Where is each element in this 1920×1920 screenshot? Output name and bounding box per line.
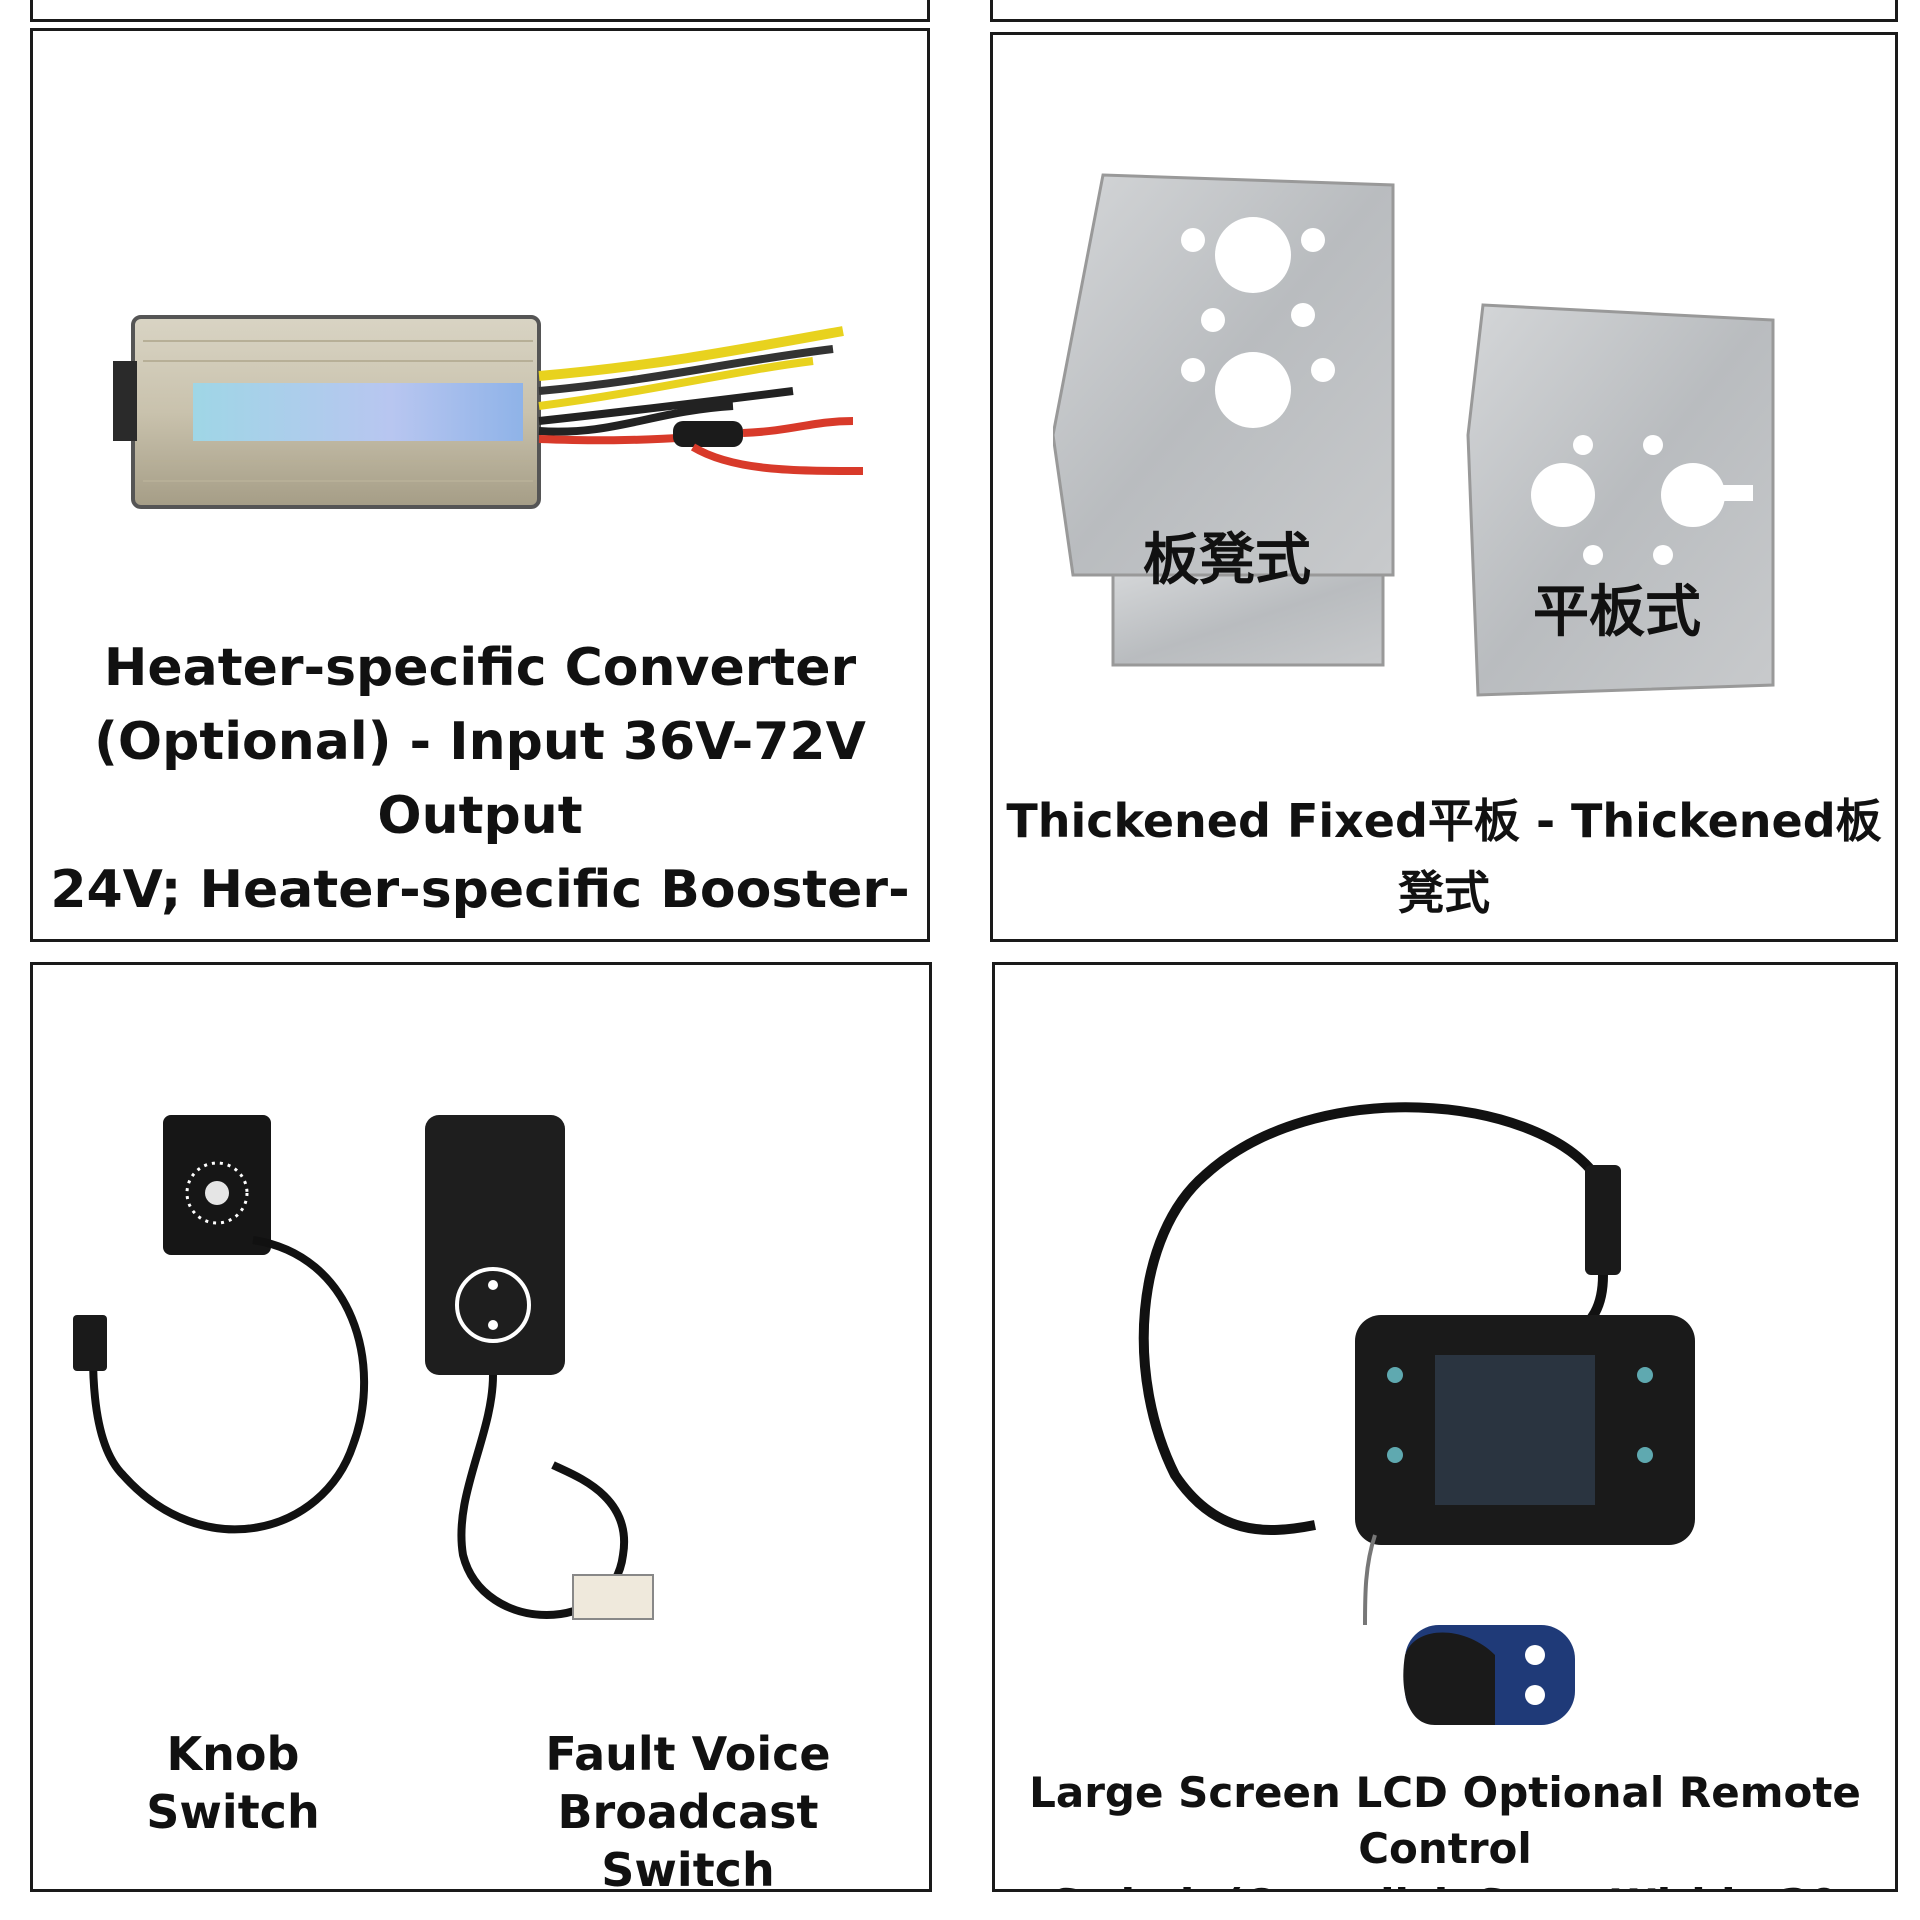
knob-switch-label: Knob Switch	[146, 1727, 320, 1839]
caption-line: (Optional) - Input 36V-72V Output	[94, 712, 866, 846]
bracket-caption: Thickened Fixed平板 - Thickened板凳式 Fixed B…	[993, 785, 1895, 939]
caption-line: Switch (One-click Start Within 30 Meters…	[995, 1877, 1895, 1889]
caption-line: Switch	[601, 1843, 775, 1892]
bracket-panel: 板凳式 平板式 Thickened Fixed平板 - Thickened板凳式…	[990, 32, 1898, 942]
caption-line: -Input 12V Output 24V	[33, 927, 927, 939]
top-right-panel-stub	[990, 0, 1898, 22]
converter-caption: Heater-specific Converter (Optional) - I…	[33, 631, 927, 939]
caption-line: Thickened Fixed平板 - Thickened板凳式	[1006, 794, 1882, 920]
caption-line: 24V; Heater-specific Booster-	[50, 860, 910, 920]
lcd-panel: Large Screen LCD Optional Remote Control…	[992, 962, 1898, 1892]
flat-type-label: 平板式	[1533, 580, 1701, 645]
top-left-panel-stub	[30, 0, 930, 22]
stool-type-label: 板凳式	[1143, 528, 1311, 593]
fault-voice-switch-label: Fault Voice Broadcast Switch	[453, 1725, 923, 1892]
converter-panel: Heater-specific Converter (Optional) - I…	[30, 28, 930, 942]
caption-line: Fixed Bracket	[993, 929, 1895, 939]
switches-panel: Knob Switch Fault Voice Broadcast Switch	[30, 962, 932, 1892]
converter-photo	[113, 315, 864, 509]
caption-line: Large Screen LCD Optional Remote Control	[1029, 1768, 1861, 1873]
caption-line: Fault Voice Broadcast	[545, 1727, 831, 1839]
caption-line: Heater-specific Converter	[103, 638, 857, 698]
bracket-photo	[1053, 173, 1775, 697]
switches-photo	[73, 1115, 654, 1620]
lcd-caption: Large Screen LCD Optional Remote Control…	[995, 1765, 1895, 1889]
lcd-photo	[1138, 1102, 1695, 1725]
